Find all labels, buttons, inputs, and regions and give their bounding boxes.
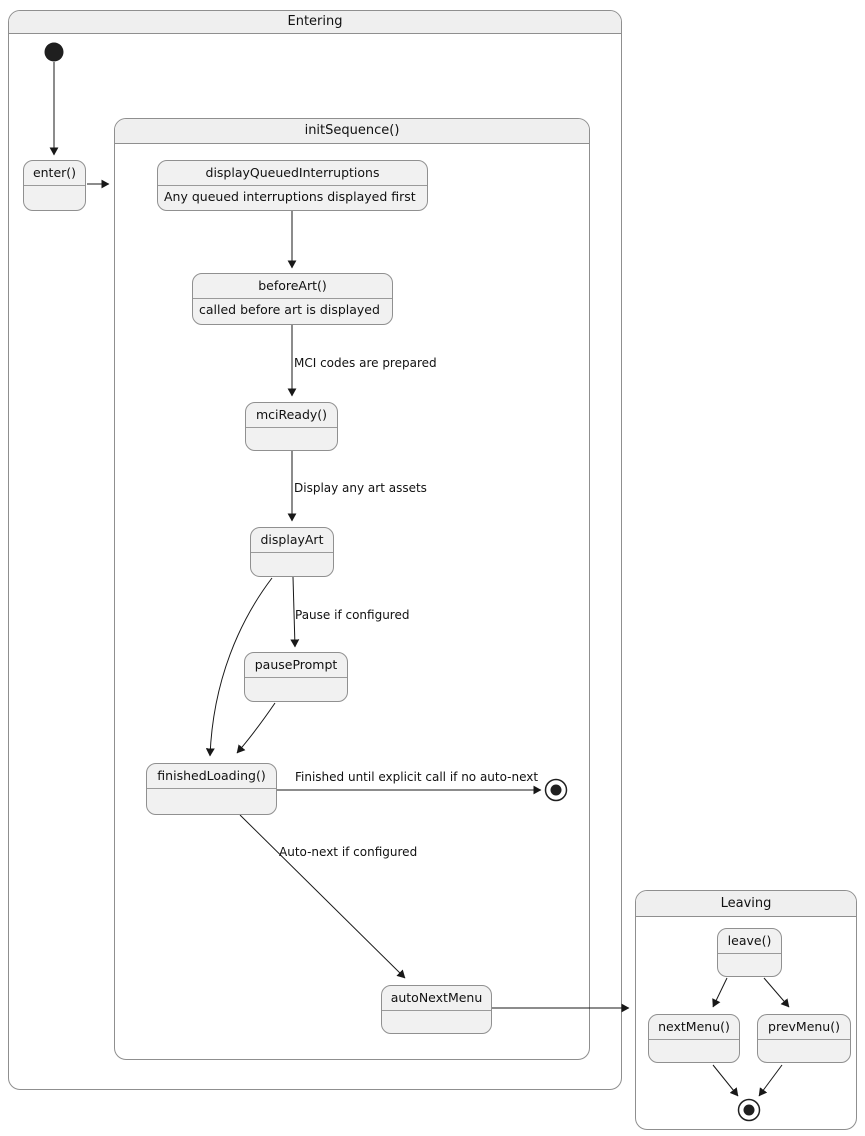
state-display-art: displayArt xyxy=(250,527,334,577)
entering-container-title: Entering xyxy=(9,11,621,34)
state-finished-loading-title: finishedLoading() xyxy=(157,768,266,783)
state-enter-title: enter() xyxy=(32,165,77,180)
state-mci-ready-body xyxy=(246,427,337,450)
edge-label-pause-if-configured: Pause if configured xyxy=(295,608,410,622)
state-before-art-title: beforeArt() xyxy=(258,278,327,293)
leaving-container-title: Leaving xyxy=(636,891,856,917)
edge-finishedloading-to-autonextmenu xyxy=(239,814,406,979)
state-next-menu: nextMenu() xyxy=(648,1014,740,1063)
state-finished-loading-body xyxy=(147,788,276,814)
state-description: called before art is displayed xyxy=(199,302,380,317)
state-prev-menu: prevMenu() xyxy=(757,1014,851,1063)
state-prev-menu-body xyxy=(758,1039,850,1062)
state-pause-prompt: pausePrompt xyxy=(244,652,348,702)
leaving-container: Leaving xyxy=(635,890,857,1130)
state-leave: leave() xyxy=(717,928,782,977)
state-display-queued-interruptions: displayQueuedInterruptions Any queued in… xyxy=(157,160,428,211)
state-display-queued-interruptions-title: displayQueuedInterruptions xyxy=(205,165,380,180)
edge-displayart-to-pauseprompt xyxy=(290,576,300,648)
final-state-icon xyxy=(737,1098,761,1122)
state-enter-body xyxy=(24,185,85,210)
state-auto-next-menu: autoNextMenu xyxy=(381,985,492,1034)
state-pause-prompt-body xyxy=(245,677,347,701)
state-display-queued-interruptions-body: Any queued interruptions displayed first xyxy=(158,185,427,210)
initial-state-icon xyxy=(44,42,64,62)
edge-leave-to-nextmenu xyxy=(712,977,728,1008)
state-finished-loading: finishedLoading() xyxy=(146,763,277,815)
state-auto-next-menu-body xyxy=(382,1010,491,1033)
state-leave-body xyxy=(718,953,781,976)
edge-prevmenu-to-final xyxy=(758,1064,783,1097)
state-prev-menu-title: prevMenu() xyxy=(768,1019,840,1034)
state-before-art-body: called before art is displayed xyxy=(193,298,392,324)
state-display-art-title: displayArt xyxy=(260,532,324,547)
final-state-icon xyxy=(544,778,568,802)
edge-label-mci-codes: MCI codes are prepared xyxy=(294,356,437,370)
edge-leave-to-prevmenu xyxy=(763,977,790,1008)
state-mci-ready: mciReady() xyxy=(245,402,338,451)
edge-label-display-art-assets: Display any art assets xyxy=(294,481,427,495)
state-pause-prompt-title: pausePrompt xyxy=(254,657,338,672)
edge-nextmenu-to-final xyxy=(712,1064,739,1097)
init-sequence-container-title: initSequence() xyxy=(115,119,589,144)
edge-label-auto-next: Auto-next if configured xyxy=(279,845,418,859)
edge-displayart-to-finishedloading xyxy=(205,577,273,757)
state-description: Any queued interruptions displayed first xyxy=(164,189,416,204)
edge-pauseprompt-to-finishedloading xyxy=(236,702,276,754)
state-next-menu-title: nextMenu() xyxy=(658,1019,730,1034)
state-enter: enter() xyxy=(23,160,86,211)
state-mci-ready-title: mciReady() xyxy=(255,407,328,422)
state-auto-next-menu-title: autoNextMenu xyxy=(390,990,483,1005)
state-before-art: beforeArt() called before art is display… xyxy=(192,273,393,325)
edge-label-finished-until: Finished until explicit call if no auto-… xyxy=(295,770,539,784)
state-next-menu-body xyxy=(649,1039,739,1062)
state-display-art-body xyxy=(251,552,333,576)
state-leave-title: leave() xyxy=(727,933,772,948)
